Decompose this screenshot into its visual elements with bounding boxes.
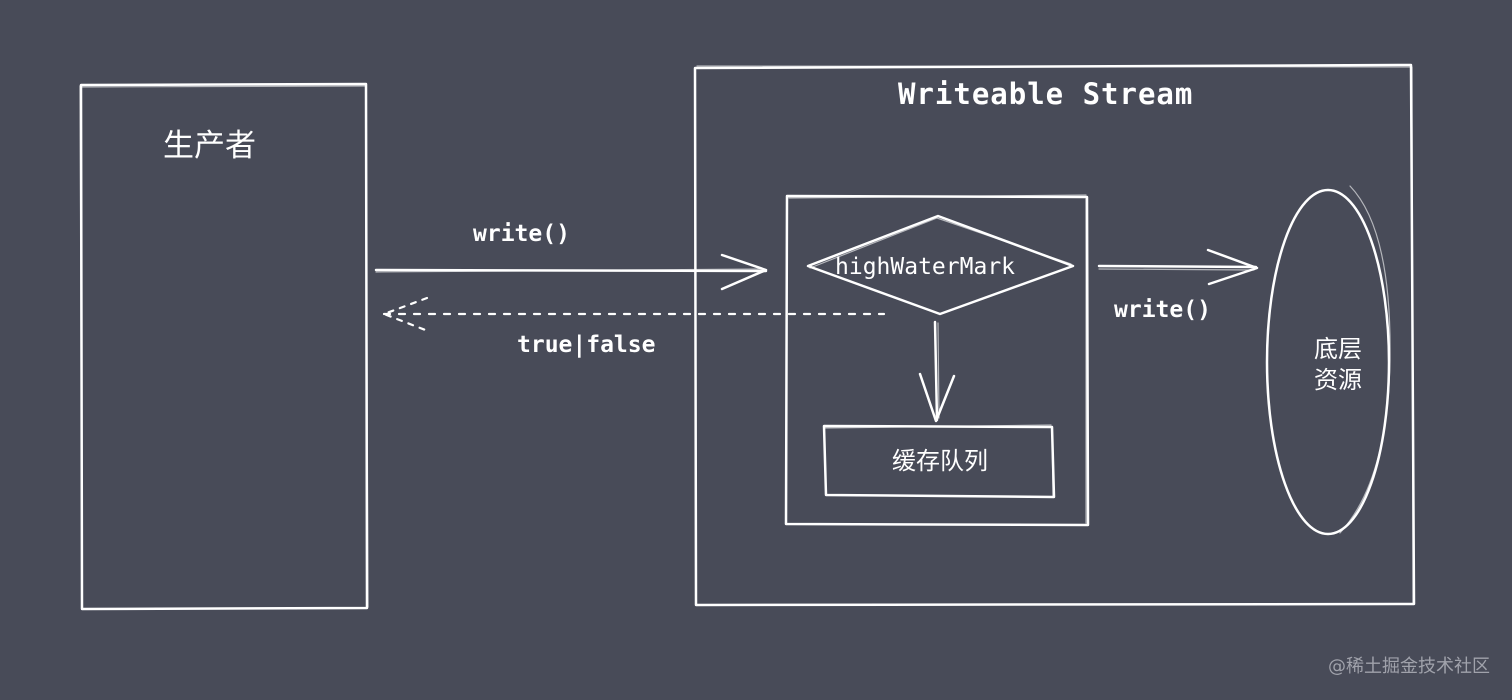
resource-label: 底层资源 (1314, 335, 1362, 395)
high-water-mark-label: highWaterMark (835, 254, 1016, 280)
return-value-label: true|false (517, 332, 656, 358)
watermark: @稀土掘金技术社区 (1328, 656, 1490, 677)
stream-title: Writeable Stream (898, 77, 1194, 111)
high-water-mark-diamond (806, 214, 1075, 316)
return-dashed-arrow (382, 296, 886, 333)
inner-box (784, 194, 1090, 527)
write-in-label: write() (473, 221, 570, 247)
buffer-queue-label: 缓存队列 (892, 447, 988, 475)
queue-down-arrow (918, 320, 956, 423)
producer-title: 生产者 (163, 128, 256, 164)
write-out-label: write() (1114, 297, 1211, 323)
resource-ellipse (1265, 185, 1391, 536)
buffer-queue-box (822, 424, 1056, 499)
write-out-arrow (1097, 248, 1259, 286)
producer-box (79, 82, 369, 611)
stream-box (693, 63, 1416, 607)
write-in-arrow (374, 253, 768, 291)
